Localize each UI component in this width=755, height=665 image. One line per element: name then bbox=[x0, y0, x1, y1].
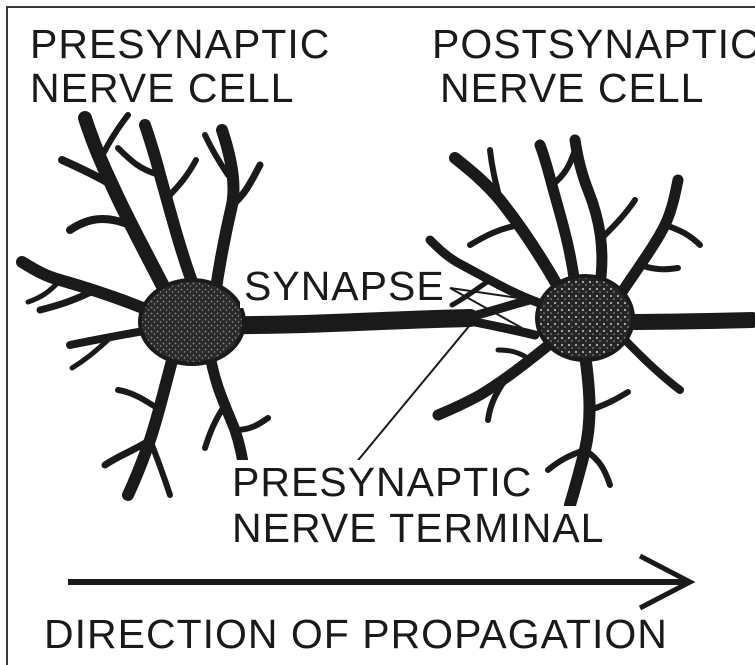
terminal-leader-line bbox=[350, 325, 470, 470]
presynaptic-cell-label-line2: NERVE CELL bbox=[30, 66, 294, 110]
synapse-label: SYNAPSE bbox=[240, 264, 449, 308]
terminal-label-line2: NERVE TERMINAL bbox=[228, 506, 608, 550]
postsynaptic-cell-label-line2: NERVE CELL bbox=[440, 66, 704, 110]
direction-label: DIRECTION OF PROPAGATION bbox=[44, 612, 668, 656]
postsynaptic-soma bbox=[537, 276, 633, 360]
presynaptic-cell-label-line1: PRESYNAPTIC bbox=[30, 22, 330, 66]
long-right-arrow-icon bbox=[68, 556, 690, 608]
postsynaptic-cell-label-line1: POSTSYNAPTIC bbox=[432, 22, 755, 66]
presynaptic-terminal bbox=[465, 300, 535, 335]
terminal-label-line1: PRESYNAPTIC bbox=[228, 460, 536, 504]
presynaptic-soma bbox=[140, 280, 244, 364]
